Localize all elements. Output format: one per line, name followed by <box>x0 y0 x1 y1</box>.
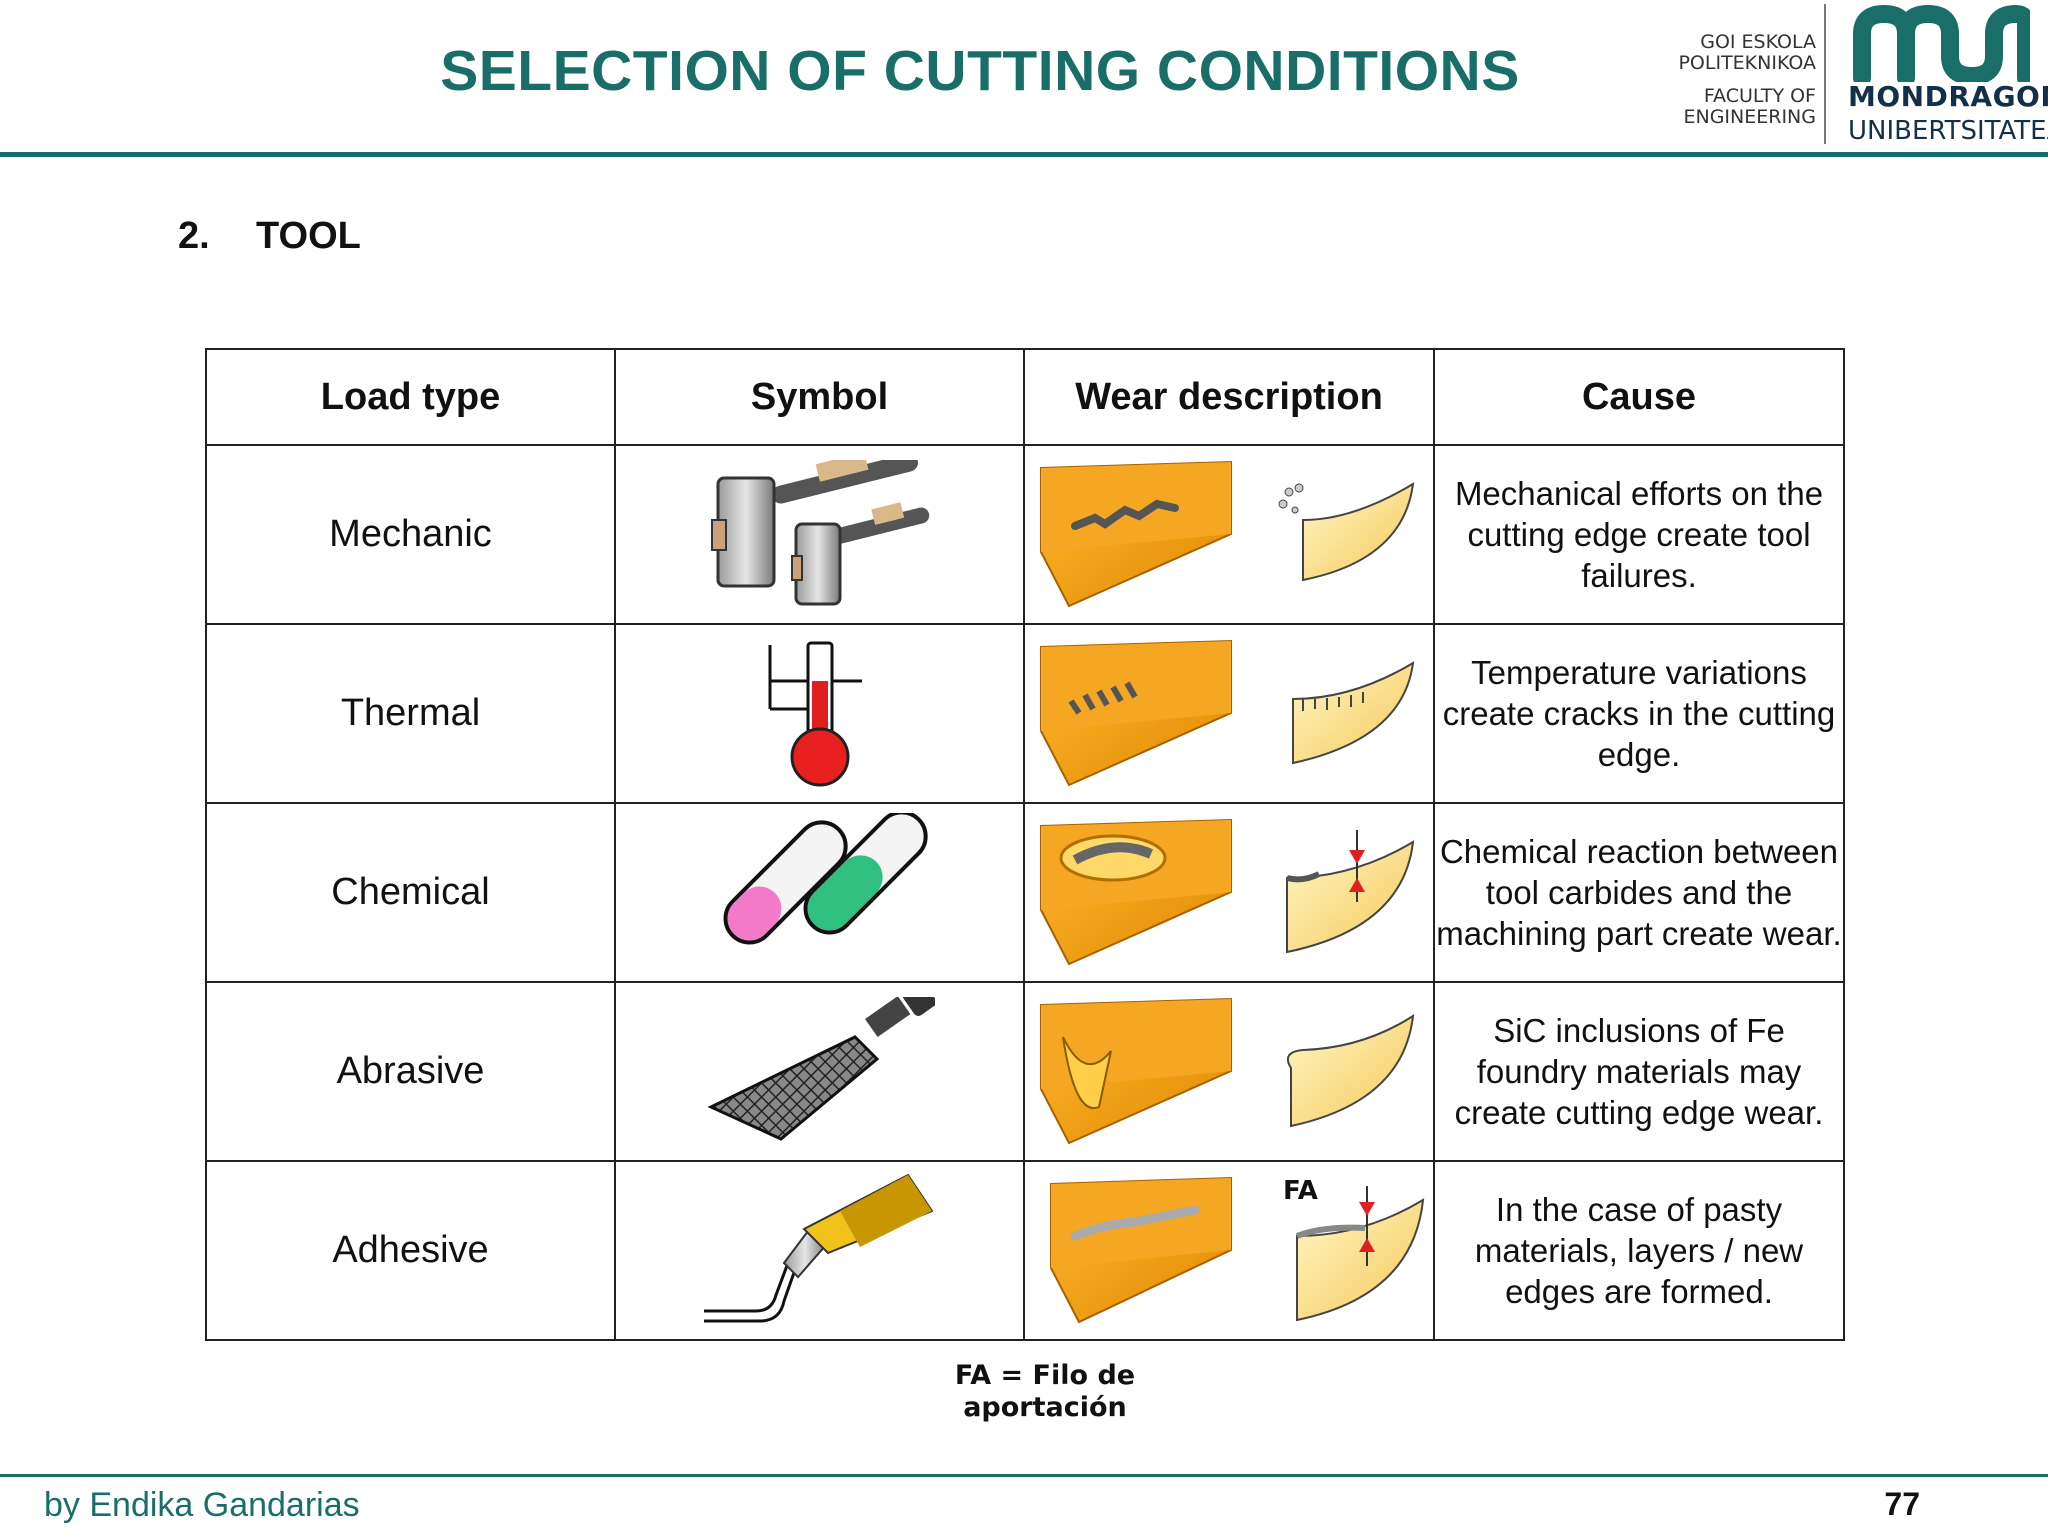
cause-cell: In the case of pasty materials, layers /… <box>1433 1160 1845 1341</box>
footer-divider <box>0 1474 2048 1477</box>
author-credit: by Endika Gandarias <box>44 1486 360 1524</box>
table-row: Chemical <box>205 802 1845 983</box>
faculty-line: GOI ESKOLA <box>1700 31 1816 53</box>
edge-flank-profile-icon <box>1287 1013 1415 1127</box>
table-header-row: Load type Symbol Wear description Cause <box>205 348 1845 446</box>
logo-text: MONDRAGON UNIBERTSITATEA <box>1848 80 2048 148</box>
col-header-symbol: Symbol <box>614 348 1025 446</box>
page-number: 77 <box>1884 1486 1920 1522</box>
insert-chipping-icon <box>1040 460 1232 607</box>
wear-table: Load type Symbol Wear description Cause … <box>205 348 1845 1341</box>
insert-flank-wear-icon <box>1040 997 1232 1144</box>
section-heading: 2. TOOL <box>178 215 361 258</box>
file-tool-icon <box>706 996 935 1141</box>
col-header-wear-description: Wear description <box>1023 348 1435 446</box>
wear-description-cell <box>1023 981 1435 1162</box>
faculty-line: FACULTY OF <box>1703 85 1816 107</box>
edge-built-up-profile-icon <box>1295 1185 1425 1321</box>
hammers-icon <box>710 459 929 605</box>
fa-footnote: FA = Filo de aportación <box>900 1360 1190 1424</box>
section-title: TOOL <box>256 215 361 257</box>
test-tubes-icon <box>723 812 928 944</box>
section-number: 2. <box>178 215 210 257</box>
fa-footnote-line: aportación <box>963 1392 1127 1423</box>
fa-label: FA <box>1283 1175 1318 1206</box>
symbol-cell <box>614 444 1025 625</box>
load-type-cell: Adhesive <box>205 1160 616 1341</box>
cause-cell: Chemical reaction between tool carbides … <box>1433 802 1845 983</box>
load-type-cell: Mechanic <box>205 444 616 625</box>
symbol-cell <box>614 623 1025 804</box>
fa-footnote-line: FA = Filo de <box>954 1360 1136 1391</box>
insert-thermal-cracks-icon <box>1040 639 1232 786</box>
table-row: Mechanic <box>205 444 1845 625</box>
edge-chipping-profile-icon <box>1278 481 1415 581</box>
load-type-cell: Chemical <box>205 802 616 983</box>
wear-description-cell: FA <box>1023 1160 1435 1341</box>
edge-crater-profile-icon <box>1286 829 1415 953</box>
logo-divider <box>1824 4 1826 144</box>
col-header-cause: Cause <box>1433 348 1845 446</box>
table-row: Adhesive FA <box>205 1160 1845 1341</box>
cause-cell: Mechanical efforts on the cutting edge c… <box>1433 444 1845 625</box>
faculty-line: ENGINEERING <box>1683 106 1816 128</box>
symbol-cell <box>614 802 1025 983</box>
cause-cell: SiC inclusions of Fe foundry materials m… <box>1433 981 1845 1162</box>
load-type-cell: Abrasive <box>205 981 616 1162</box>
load-type-cell: Thermal <box>205 623 616 804</box>
symbol-cell <box>614 1160 1025 1341</box>
wear-description-cell <box>1023 623 1435 804</box>
wear-description-cell <box>1023 802 1435 983</box>
wear-description-cell <box>1023 444 1435 625</box>
insert-crater-wear-icon <box>1040 818 1232 965</box>
logo-name: MONDRAGON <box>1848 80 2048 113</box>
faculty-label: GOI ESKOLA POLITEKNIKOA FACULTY OF ENGIN… <box>1630 32 1816 128</box>
cause-cell: Temperature variations create cracks in … <box>1433 623 1845 804</box>
university-logo-icon <box>1853 5 2030 82</box>
slide-header: SELECTION OF CUTTING CONDITIONS GOI ESKO… <box>0 0 2048 152</box>
table-row: Abrasive <box>205 981 1845 1162</box>
symbol-cell <box>614 981 1025 1162</box>
header-divider <box>0 152 2048 157</box>
col-header-load-type: Load type <box>205 348 616 446</box>
table-row: Thermal <box>205 623 1845 804</box>
thermometer-icon <box>768 641 862 786</box>
logo-subname: UNIBERTSITATEA <box>1848 116 2048 146</box>
insert-built-up-edge-icon <box>1050 1176 1232 1323</box>
slide-title: SELECTION OF CUTTING CONDITIONS <box>440 39 1520 103</box>
edge-built-up-profile: FA <box>1283 1176 1433 1326</box>
edge-cracks-profile-icon <box>1292 660 1415 764</box>
faculty-line: POLITEKNIKOA <box>1678 52 1816 74</box>
glue-tube-icon <box>703 1173 934 1322</box>
